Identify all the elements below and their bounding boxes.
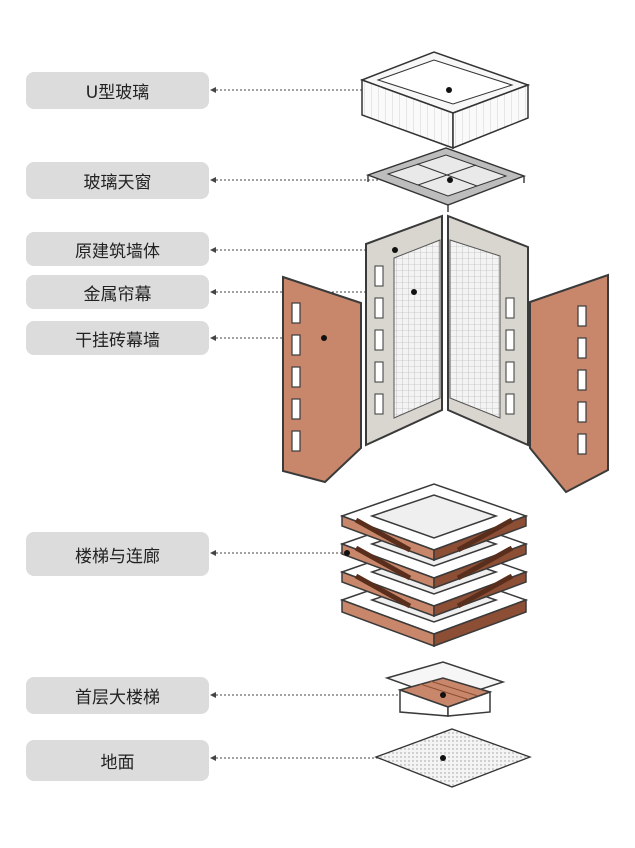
label-grand-staircase: 首层大楼梯: [26, 677, 209, 714]
leader-arrowheads: [210, 87, 216, 761]
original-building-wall: [365, 214, 529, 447]
label-brick-curtain-wall-text: 干挂砖幕墙: [75, 330, 160, 351]
label-stairs-corridor: 楼梯与连廊: [26, 532, 209, 576]
label-stairs-corridor-text: 楼梯与连廊: [75, 546, 160, 567]
label-glass-skylight-text: 玻璃天窗: [83, 173, 152, 193]
label-metal-curtain-text: 金属帘幕: [83, 284, 152, 305]
stairs-and-corridors: [339, 483, 529, 648]
metal-curtain: [393, 239, 501, 419]
label-original-wall: 原建筑墙体: [26, 232, 209, 266]
u-glass-ring: [359, 51, 531, 150]
label-ground: 地面: [26, 740, 209, 781]
label-original-wall-text: 原建筑墙体: [75, 241, 160, 262]
leader-endpoint-dots: [321, 87, 453, 761]
ground-plane: [374, 728, 532, 788]
stair-flights: [354, 517, 514, 609]
label-grand-staircase-text: 首层大楼梯: [75, 688, 160, 708]
label-brick-curtain-wall: 干挂砖幕墙: [26, 321, 209, 355]
glass-skylight: [365, 147, 527, 212]
brick-panel-left: [282, 275, 362, 484]
grand-staircase: [384, 661, 506, 717]
brick-panel-right: [529, 273, 609, 494]
label-u-glass: U型玻璃: [26, 72, 209, 109]
label-u-glass-text: U型玻璃: [85, 83, 150, 103]
label-ground-text: 地面: [100, 753, 135, 773]
label-glass-skylight: 玻璃天窗: [26, 162, 209, 199]
label-metal-curtain: 金属帘幕: [26, 275, 209, 309]
